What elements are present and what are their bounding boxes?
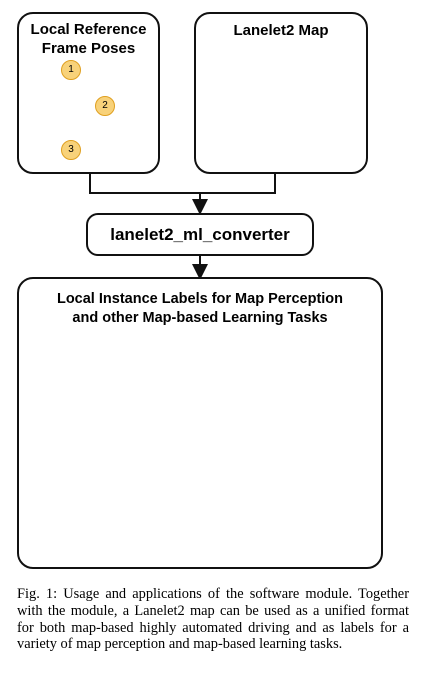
poses-box-title: Local Reference Frame Poses — [30, 21, 147, 57]
converter-label: lanelet2_ml_converter — [110, 225, 290, 244]
map-box-title: Lanelet2 Map — [233, 22, 329, 39]
converter-box: lanelet2_ml_converter — [86, 213, 314, 256]
poses-box: Local Reference Frame Poses — [17, 12, 160, 174]
pose-node-3: 3 — [61, 140, 81, 160]
figure-caption: Fig. 1: Usage and applications of the so… — [17, 586, 409, 653]
flow-connectors — [89, 174, 276, 280]
labels-box-title: Local Instance Labels for Map Perception… — [56, 291, 344, 326]
pose-node-1: 1 — [61, 60, 81, 80]
map-box: Lanelet2 Map — [194, 12, 368, 174]
labels-box: Local Instance Labels for Map Perception… — [17, 277, 383, 569]
pose-node-2: 2 — [95, 96, 115, 116]
